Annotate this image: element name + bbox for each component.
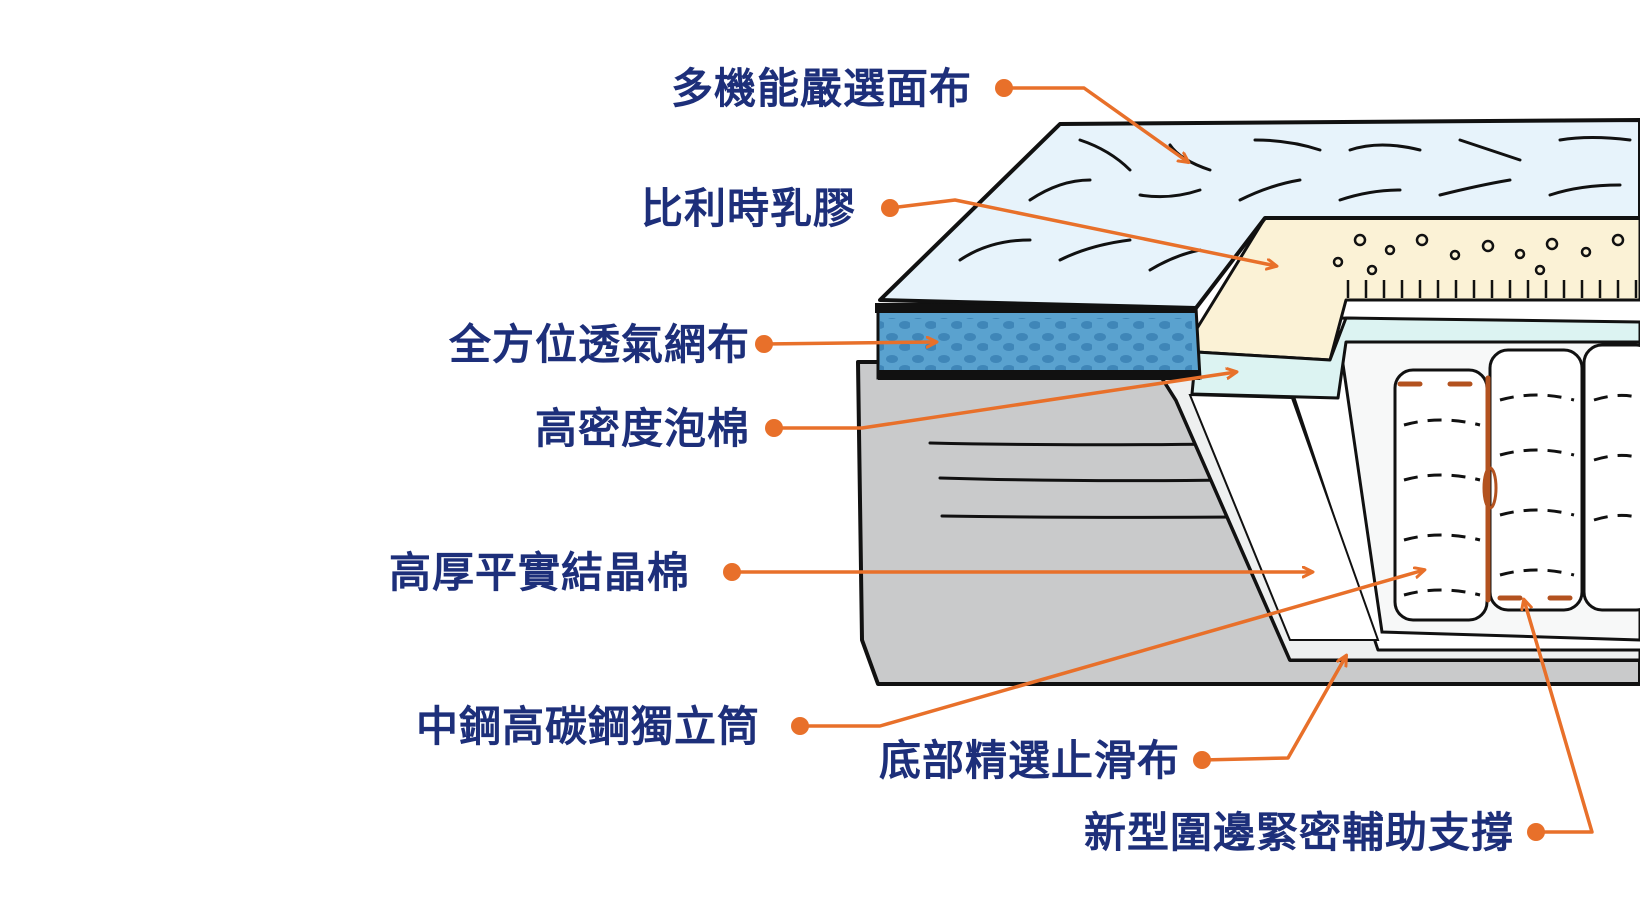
foam-layer — [1190, 316, 1640, 400]
coil-dashes — [1403, 393, 1640, 597]
label-multi-function-fabric: 多機能嚴選面布 — [670, 64, 972, 113]
leader-lines — [723, 79, 1594, 841]
label-breathable-mesh: 全方位透氣網布 — [448, 320, 750, 369]
label-belgian-latex: 比利時乳膠 — [640, 184, 856, 233]
leader-latex — [881, 198, 1276, 266]
leader-edge — [1524, 600, 1594, 841]
leader-fabric — [995, 79, 1188, 162]
latex-holes — [1332, 233, 1625, 276]
leader-mesh — [755, 335, 936, 353]
label-crystal-cotton: 高厚平實結晶棉 — [388, 548, 690, 597]
latex-edge-slots — [1346, 280, 1638, 298]
quilt-stitch-marks — [958, 136, 1632, 272]
coil-clips — [1397, 375, 1573, 603]
label-non-slip-bottom: 底部精選止滑布 — [878, 736, 1180, 785]
leader-nonslip — [1193, 656, 1346, 769]
leader-foam — [765, 372, 1236, 437]
label-edge-support: 新型圍邊緊密輔助支撐 — [1083, 808, 1514, 857]
pocket-coils — [1393, 343, 1640, 622]
side-panel-stitch-lines — [928, 441, 1242, 519]
leader-coil — [791, 570, 1424, 735]
label-steel-pocket-coil: 中鋼高碳鋼獨立筒 — [415, 702, 760, 751]
leader-cotton — [723, 563, 1312, 581]
quilted-top — [878, 118, 1640, 310]
label-high-density-foam: 高密度泡棉 — [534, 404, 750, 453]
